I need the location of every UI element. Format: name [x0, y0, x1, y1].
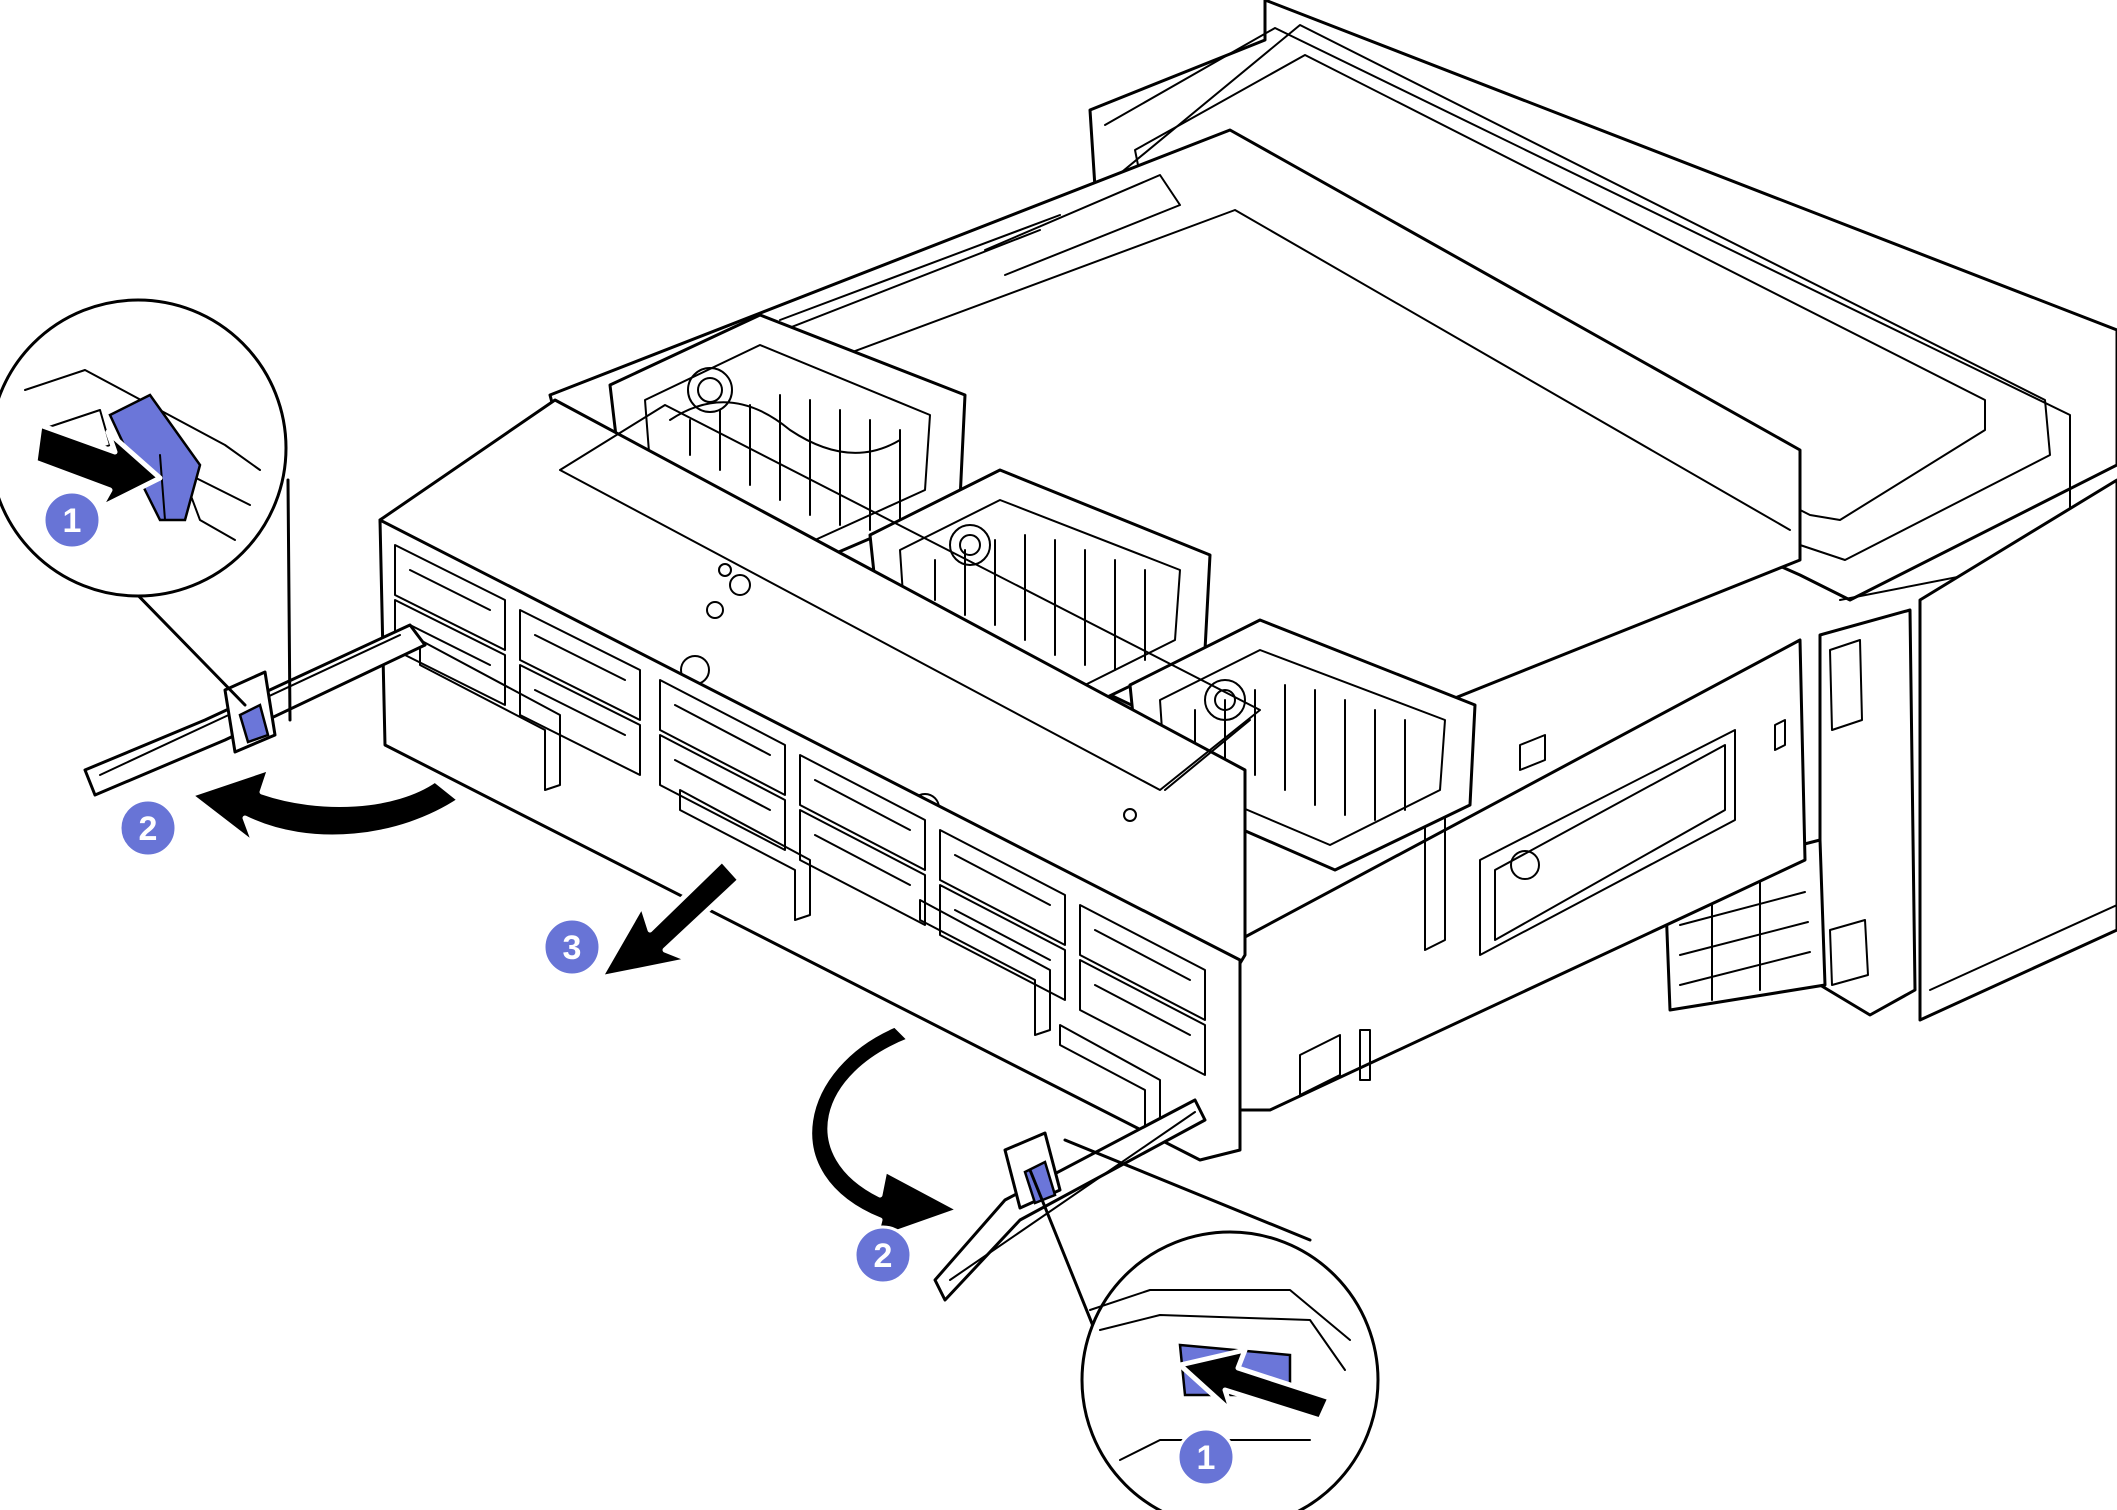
callout-1-bottom-right-label: 1 — [1197, 1439, 1216, 1477]
release-latch-left — [108, 393, 202, 522]
right-release-lever — [933, 1098, 1207, 1302]
motion-arrows — [32, 422, 1333, 1423]
callout-2-right-label: 2 — [874, 1237, 893, 1275]
callout-1-top-left: 1 — [42, 490, 102, 550]
callout-2-left: 2 — [118, 798, 178, 858]
push-arrow-left — [32, 422, 163, 511]
curved-arrow-left — [187, 765, 463, 848]
curved-arrow-right — [807, 1022, 963, 1243]
callout-2-left-label: 2 — [139, 810, 158, 848]
left-release-lever — [83, 623, 427, 797]
callout-1-top-left-label: 1 — [63, 502, 82, 540]
callout-1-bottom-right: 1 — [1176, 1427, 1236, 1487]
push-arrow-right — [1177, 1347, 1333, 1423]
callout-3: 3 — [542, 917, 602, 977]
drive-bays — [394, 544, 1206, 1076]
magnifier-top-left — [0, 298, 292, 722]
callout-3-label: 3 — [563, 929, 582, 967]
straight-arrow-pull — [597, 857, 743, 981]
callout-2-right: 2 — [853, 1225, 913, 1285]
server-chassis — [378, 0, 2117, 1162]
